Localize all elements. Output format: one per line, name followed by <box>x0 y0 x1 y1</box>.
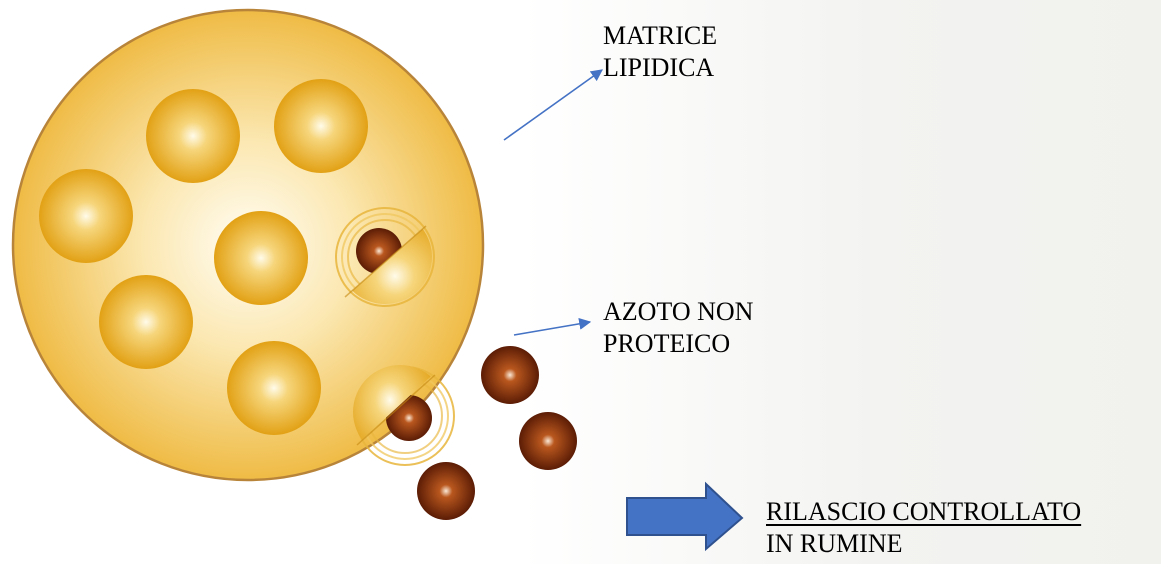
opening-granule <box>335 207 435 307</box>
intact-granule <box>99 275 193 369</box>
azoto-pointer-arrow <box>513 317 592 336</box>
intact-granule <box>214 211 308 305</box>
matrice-label-line-2: LIPIDICA <box>603 53 715 82</box>
released-nitrogen-particle <box>481 346 539 404</box>
azoto-label-line-1: AZOTO NON <box>603 297 754 326</box>
rilascio-label-line-2: IN RUMINE <box>766 529 903 558</box>
matrice-label-line-1: MATRICE <box>603 21 718 50</box>
matrice-pointer-arrow <box>503 69 603 141</box>
rilascio-label: RILASCIO CONTROLLATO IN RUMINE <box>766 496 1081 560</box>
intact-granule <box>39 169 133 263</box>
granule-shell-half <box>338 212 432 304</box>
azoto-label-line-2: PROTEICO <box>603 329 731 358</box>
release-block-arrow <box>626 481 744 552</box>
intact-granule <box>227 341 321 435</box>
rilascio-label-line-1: RILASCIO CONTROLLATO <box>766 497 1082 526</box>
azoto-label: AZOTO NON PROTEICO <box>603 296 753 360</box>
matrice-label: MATRICE LIPIDICA <box>603 20 717 84</box>
intact-granule <box>274 79 368 173</box>
released-nitrogen-particle <box>519 412 577 470</box>
intact-granule <box>146 89 240 183</box>
released-nitrogen-particle <box>417 462 475 520</box>
